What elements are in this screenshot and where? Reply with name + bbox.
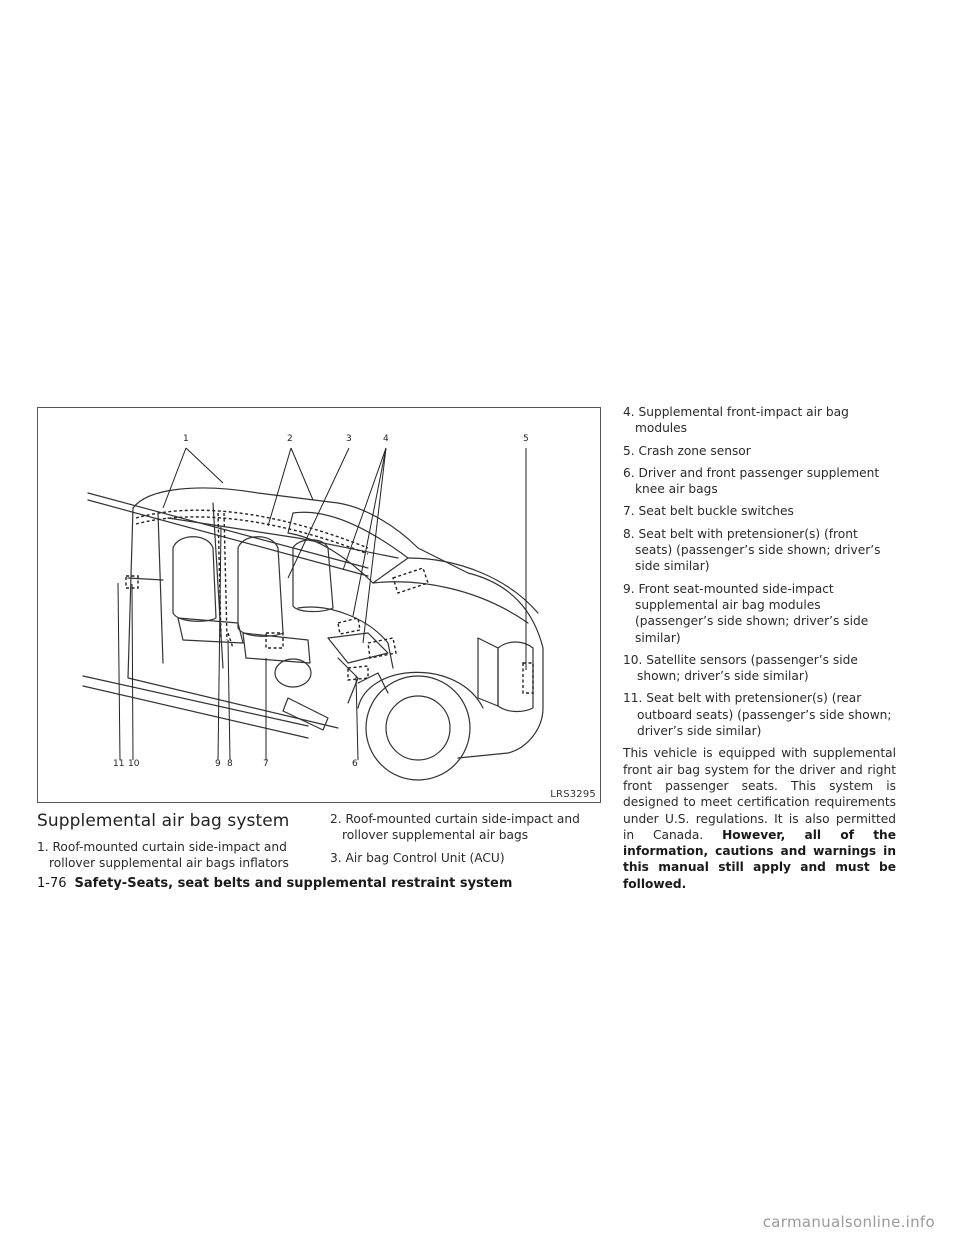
callout-6: 6 [352, 759, 358, 769]
footer-section-title: Safety-Seats, seat belts and supplementa… [74, 876, 513, 891]
page-footer: 1-76 Safety-Seats, seat belts and supplem… [37, 876, 512, 891]
callout-5: 5 [523, 434, 529, 444]
callout-1: 1 [183, 434, 189, 444]
callout-2: 2 [287, 434, 293, 444]
watermark: carmanualsonline.info [762, 1213, 935, 1231]
callout-11: 11 [113, 759, 125, 769]
callout-4: 4 [383, 434, 389, 444]
info-paragraph-bold: However, all of the information, caution… [623, 827, 896, 891]
section-title: Supplemental air bag system [37, 811, 290, 831]
info-paragraph-text: This vehicle is equipped with supplement… [623, 746, 896, 842]
legend-column-right: 4. Supplemental front-impact air bag mod… [623, 404, 896, 892]
legend-column-left: 1. Roof-mounted curtain side-impact and … [37, 839, 309, 878]
legend-item-6: 6. Driver and front passenger supplement… [623, 465, 880, 497]
legend-item-8: 8. Seat belt with pretensioner(s) (front… [623, 526, 881, 574]
page-number: 1-76 [37, 876, 67, 891]
figure-code: LRS3295 [550, 789, 596, 800]
legend-item-5: 5. Crash zone sensor [623, 443, 751, 458]
callout-9: 9 [215, 759, 221, 769]
legend-item-7: 7. Seat belt buckle switches [623, 504, 794, 519]
legend-item-9: 9. Front seat-mounted side-impact supple… [623, 581, 869, 645]
callout-8: 8 [227, 759, 233, 769]
legend-item-11: 11. Seat belt with pretensioner(s) (rear… [623, 691, 892, 739]
legend-item-1: 1. Roof-mounted curtain side-impact and … [37, 840, 289, 871]
legend-item-2: 2. Roof-mounted curtain side-impact and … [330, 812, 580, 843]
legend-column-middle: 2. Roof-mounted curtain side-impact and … [330, 811, 602, 872]
legend-item-3: 3. Air bag Control Unit (ACU) [330, 850, 505, 865]
legend-item-4: 4. Supplemental front-impact air bag mod… [623, 405, 849, 436]
callout-10: 10 [128, 759, 140, 769]
info-paragraph: This vehicle is equipped with supplement… [623, 745, 896, 892]
airbag-diagram-figure: 1 2 3 4 5 6 7 8 9 10 11 LRS3295 [37, 407, 601, 803]
callout-7: 7 [263, 759, 269, 769]
vehicle-cutaway-illustration [82, 447, 544, 781]
callout-3: 3 [346, 434, 352, 444]
legend-item-10: 10. Satellite sensors (passenger’s side … [623, 652, 858, 684]
